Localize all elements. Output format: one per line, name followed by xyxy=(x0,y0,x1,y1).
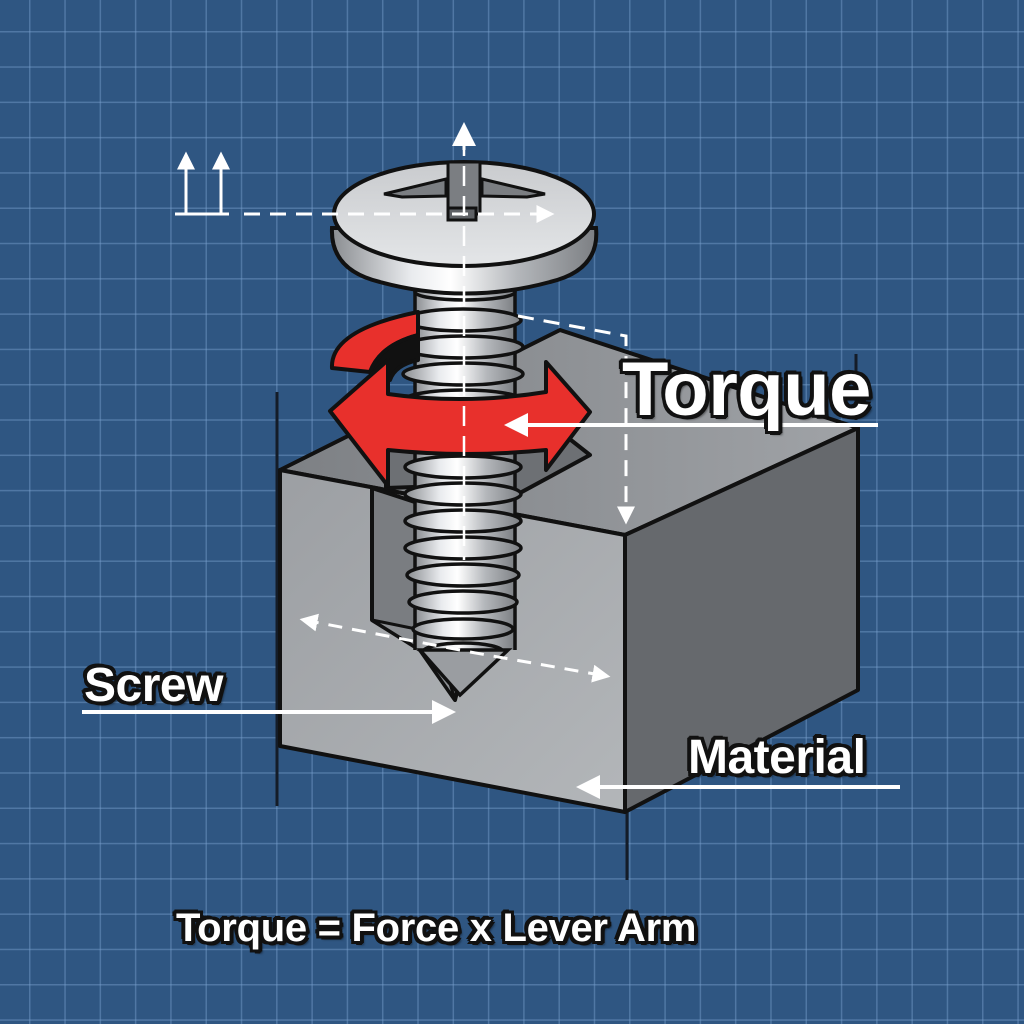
screw-label: Screw xyxy=(84,659,223,712)
construction-lines xyxy=(275,354,858,880)
torque-formula: Torque = Force x Lever Arm xyxy=(176,906,697,950)
material-label: Material xyxy=(688,731,866,784)
dimension-lines xyxy=(244,122,635,683)
reference-arrows xyxy=(175,151,230,216)
rotation-arrow xyxy=(328,310,592,488)
torque-label: Torque xyxy=(622,347,871,432)
leader-lines xyxy=(82,413,900,799)
screw-tip xyxy=(416,648,513,698)
rotation-arrow-front xyxy=(328,358,592,488)
